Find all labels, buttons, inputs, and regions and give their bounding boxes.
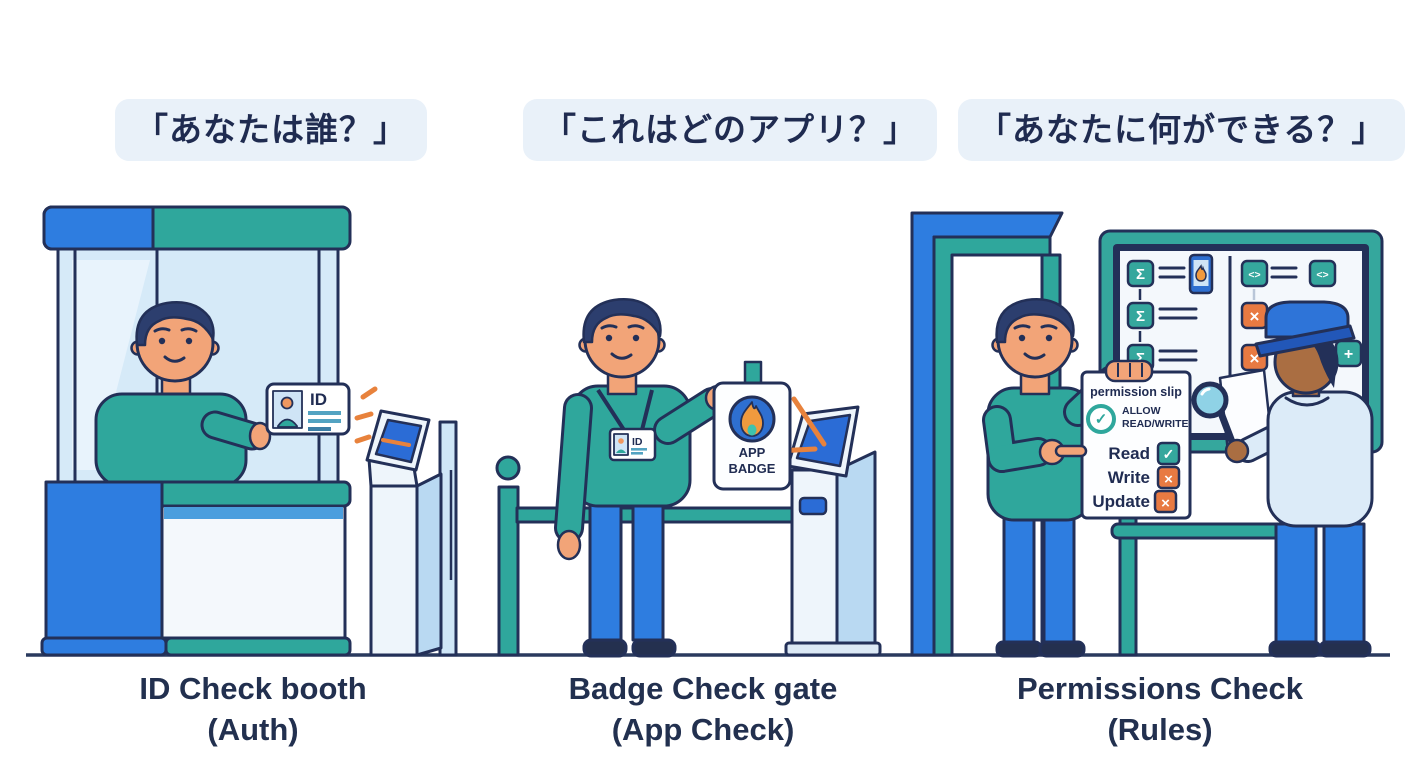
code-icon [1240,259,1269,288]
permission-row-label: Update [1092,492,1150,511]
police-cap-icon [1254,300,1356,358]
scene-rules: Σ Σ Σ [910,211,1384,658]
caption-title: Badge Check gate [568,671,838,706]
permission-row-label: Read [1108,444,1150,463]
caption-sub: (App Check) [611,712,795,747]
sigma-icon [1126,259,1155,288]
clerk-hand [248,421,272,451]
code-icon [1308,259,1337,288]
caption-auth: ID Check booth (Auth) [43,668,463,750]
question-bubble-auth: 「あなたは誰？」 [115,99,427,161]
requester-hair [995,298,1075,344]
lanyard-id-card: ID [608,427,657,462]
sigma-glyph: Σ [1136,308,1145,325]
caption-sub: (Rules) [1107,712,1213,747]
guard-hand [1224,438,1250,464]
allow-line1: ALLOW [1122,405,1161,417]
board-crossbar [1110,522,1284,540]
plus-glyph: + [1344,346,1353,363]
booth-header [42,205,352,251]
check-glyph: ✓ [1163,446,1175,462]
cross-icon [1153,489,1178,514]
allow-stamp-icon [1086,404,1116,434]
id-photo-head [280,396,294,410]
scene-auth: ID [40,205,458,657]
check-icon [1156,441,1181,466]
permission-slip: permission slip ✓ ALLOW READ/WRITE Read … [1080,370,1192,520]
guard-person [1235,300,1374,658]
cross-glyph: × [1164,471,1173,488]
allow-line2: READ/WRITE [1122,418,1189,430]
caption-rules: Permissions Check (Rules) [950,668,1370,750]
phone-flame-icon [1188,253,1214,295]
badge-label-line1: APP [739,445,766,460]
sigma-glyph: Σ [1136,266,1145,283]
cross-glyph: × [1161,495,1170,512]
sigma-glyph: Σ [1136,350,1145,367]
code-glyph: <> [1248,269,1260,281]
caption-title: Permissions Check [1016,671,1304,706]
app-badge-card: APP BADGE [712,360,792,491]
allow-stamp-check: ✓ [1095,411,1108,428]
id-scanner-kiosk [365,409,443,657]
badge-label-line2: BADGE [729,461,776,476]
lanyard-id-label: ID [632,436,643,448]
scene-app-check: ID APP BADGE [495,298,882,658]
id-photo-body [277,418,298,428]
badge-scanner-kiosk [784,405,882,657]
code-glyph: <> [1316,269,1328,281]
question-bubble-app-check: 「これはどのアプリ？」 [523,99,937,161]
caption-app-check: Badge Check gate (App Check) [493,668,913,750]
cross-icon [1156,465,1181,490]
guard-hair [1300,331,1337,388]
magnifier-icon [1191,381,1250,464]
question-bubble-rules: 「あなたに何ができる？」 [958,99,1406,161]
pointing-finger [1054,444,1088,458]
id-card: ID [265,382,351,436]
cross-glyph: × [1250,349,1260,368]
caption-title: ID Check booth [139,671,367,706]
caption-sub: (Auth) [207,712,299,747]
permission-row-label: Write [1108,468,1150,487]
flame-icon [740,401,764,437]
sigma-icon [1126,301,1155,330]
id-card-label: ID [310,390,327,409]
visitor-hair [582,298,662,344]
scan-rays-icon [354,386,378,444]
clerk-person [94,301,272,488]
permission-slip-title: permission slip [1090,385,1182,399]
cross-glyph: × [1250,307,1260,326]
booth-counter [40,480,352,657]
visitor-person: ID [554,298,732,658]
kiosk-slot [798,496,828,516]
clerk-hair [135,301,215,347]
